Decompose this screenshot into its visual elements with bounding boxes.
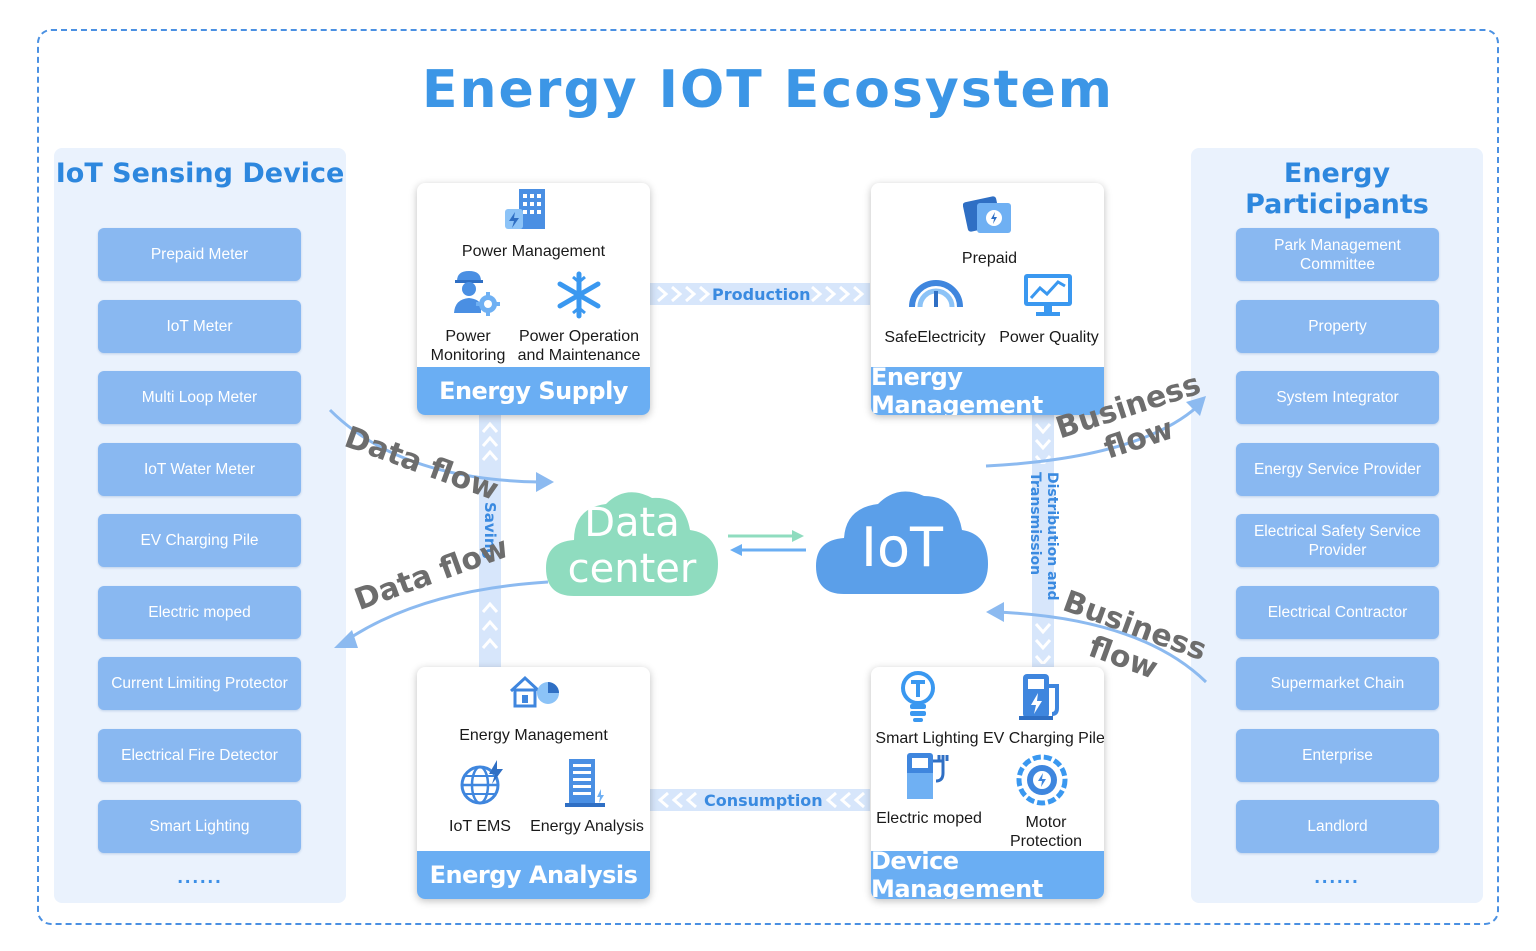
production-chevrons-right [811,285,865,303]
motor-protection-line1: Motor [1025,814,1067,831]
distribution-chevrons-top [1034,423,1052,464]
energy-management-footer: Energy Management [871,363,1104,415]
energy-supply-footer: Energy Supply [417,367,650,415]
consumption-chevrons-right [825,791,865,809]
distribution-label: Distribution and Transmission [1026,472,1060,601]
device-item: Current Limiting Protector [98,657,301,710]
home-chart-icon [509,675,559,708]
data-center-label: Data center [544,500,720,592]
consumption-label: Consumption [704,791,823,810]
more-indicator: ...... [177,866,223,888]
device-item: Electrical Fire Detector [98,728,301,782]
panel-title: Energy Participants [1245,158,1429,220]
smart-lighting-label: Smart Lighting [875,730,979,747]
diagram-frame [37,29,1499,925]
saving-label: Saving [481,502,499,560]
participant-item: Landlord [1236,800,1439,853]
energy-analysis-footer: Energy Analysis [417,851,650,899]
device-item: Smart Lighting [98,800,301,853]
power-operation-line1: Power Operation [518,328,640,345]
panel-title: IoT Sensing Device [55,158,345,189]
ev-charging-pile-icon [1019,674,1059,720]
iot-cloud [816,491,988,594]
device-management-footer: Device Management [871,847,1104,899]
device-list: Prepaid Meter IoT Meter Multi Loop Meter… [98,228,301,872]
saving-chevrons-top [481,421,499,461]
safe-electricity-gauge-icon [909,280,963,308]
prepaid-label: Prepaid [961,250,1018,267]
iot-cloud-label: IoT [861,516,943,579]
power-monitoring-line2: Monitoring [430,347,506,364]
participant-item: Supermarket Chain [1236,657,1439,710]
safe-electricity-label: SafeElectricity [884,329,986,346]
participant-item: Electrical Contractor [1236,585,1439,639]
saving-chevrons-bottom [481,601,499,649]
device-item: IoT Water Meter [98,442,301,496]
energy-analysis-label: Energy Analysis [530,818,644,835]
device-item: EV Charging Pile [98,514,301,567]
power-quality-label: Power Quality [999,329,1099,346]
participant-item: Energy Service Provider [1236,442,1439,496]
data-center-line1: Data [584,500,680,546]
consumption-connector [650,789,870,811]
production-chevrons-left [657,285,711,303]
motor-protection-icon [1016,754,1068,806]
energy-management-label: Energy Management [459,727,608,744]
more-indicator: ...... [1314,866,1360,888]
iot-sensing-device-panel: IoT Sensing Device Prepaid Meter IoT Met… [54,148,346,903]
participant-item: Electrical Safety Service Provider [1236,514,1439,567]
power-operation-line2: and Maintenance [517,347,641,364]
ev-charging-pile-label: EV Charging Pile [983,730,1104,747]
exchange-arrows [728,530,806,556]
iot-ems-label: IoT EMS [449,818,511,835]
smart-lighting-bulb-icon [901,671,935,722]
motor-protection-label: Motor Protection [987,813,1104,851]
power-management-label: Power Management [461,243,606,260]
participant-item: System Integrator [1236,371,1439,424]
device-item: Multi Loop Meter [98,371,301,424]
production-label: Production [712,285,811,304]
energy-supply-card: Power Management Power Monitoring Power … [417,183,650,415]
building-analysis-icon [565,759,605,807]
participant-item: Park Management Committee [1236,228,1439,281]
distribution-chevrons-bottom [1034,623,1052,664]
power-operation-label: Power Operation and Maintenance [513,327,645,365]
participant-item: Enterprise [1236,728,1439,782]
participant-list: Park Management Committee Property Syste… [1236,228,1439,872]
device-item: Prepaid Meter [98,228,301,281]
building-power-icon [505,189,545,229]
snowflake-maintenance-icon [557,271,601,319]
distribution-connector [1032,415,1054,668]
data-center-line2: center [567,546,697,592]
distribution-line2: Transmission [1027,472,1043,576]
consumption-chevrons-left [657,791,697,809]
energy-analysis-card: Energy Management IoT EMS Energy Analysi… [417,667,650,899]
power-monitoring-line1: Power [445,328,491,345]
distribution-line1: Distribution and [1044,472,1060,601]
power-monitoring-label: Power Monitoring [425,327,511,365]
data-center-cloud [546,492,718,596]
device-item: IoT Meter [98,299,301,353]
prepaid-card-icon [963,196,1011,233]
motor-protection-line2: Protection [1009,833,1083,850]
energy-management-card: Prepaid SafeElectricity Power Quality En… [871,183,1104,415]
worker-gear-icon [454,271,500,316]
device-management-card: Smart Lighting EV Charging Pile Electric… [871,667,1104,899]
energy-participants-panel: Energy Participants Park Management Comm… [1191,148,1483,903]
participant-item: Property [1236,299,1439,353]
globe-power-icon [460,760,503,805]
electric-moped-charger-icon [907,753,949,799]
device-item: Electric moped [98,585,301,639]
page-title: Energy IOT Ecosystem [422,60,1114,120]
power-quality-monitor-icon [1024,274,1072,316]
electric-moped-label: Electric moped [876,810,982,827]
